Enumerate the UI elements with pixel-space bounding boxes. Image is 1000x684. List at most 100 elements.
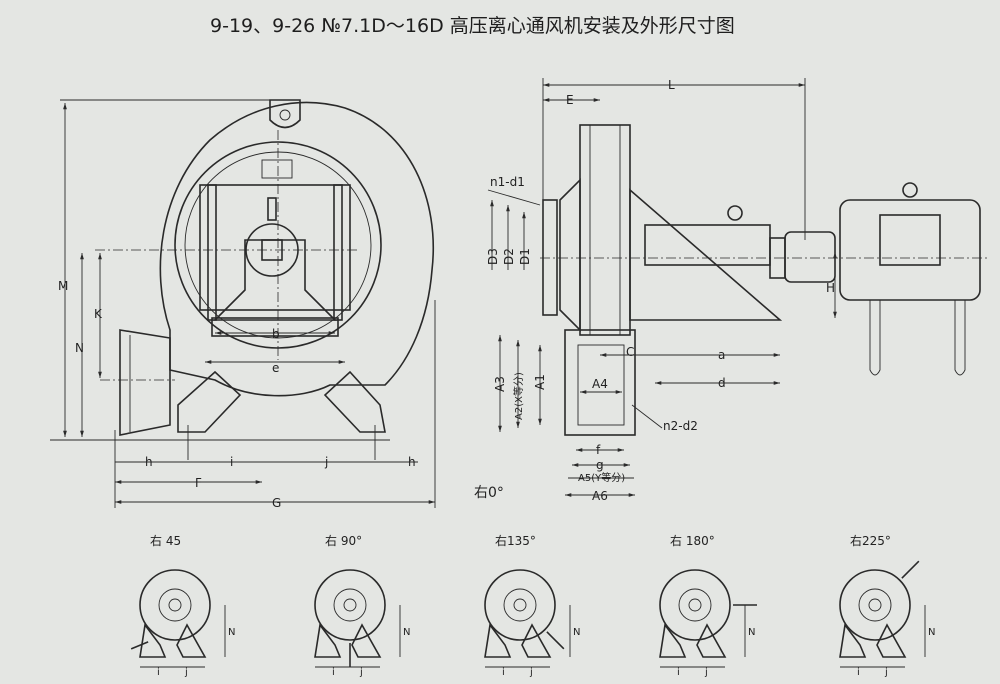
- dim-label-j: j: [359, 667, 363, 678]
- dim-label-N: N: [403, 627, 410, 638]
- dim-label-A6: A6: [592, 489, 608, 503]
- dim-label-L: L: [668, 78, 675, 92]
- dim-label-j: j: [704, 667, 708, 678]
- grease-cup: [267, 197, 277, 221]
- casing-outline: [139, 569, 211, 641]
- casing-outline: [839, 569, 911, 641]
- dim-label-h-right: h: [408, 455, 416, 469]
- support-triangle: [629, 188, 783, 321]
- foot-right: [323, 370, 386, 433]
- dim-label-i: i: [332, 667, 335, 678]
- leader-line: [487, 189, 541, 206]
- outlet-duct: [901, 560, 920, 579]
- dim-label-j: j: [529, 667, 533, 678]
- orientation-label: 右225°: [850, 533, 891, 548]
- lug-hole: [279, 109, 291, 121]
- dim-label-A4: A4: [592, 377, 608, 391]
- dim-label-A2: A2(X等分): [512, 372, 525, 420]
- dim-label-E: E: [566, 93, 574, 107]
- outlet-duct: [546, 631, 565, 650]
- dim-label-D3: D3: [486, 248, 500, 265]
- inlet-flange: [542, 199, 558, 316]
- motor-anchor: [869, 300, 881, 376]
- dim-label-d: d: [718, 376, 726, 390]
- hub: [688, 598, 702, 612]
- dim-label-f: f: [596, 443, 601, 457]
- dim-label-H: H: [826, 281, 835, 295]
- dim-label-j: j: [324, 455, 328, 469]
- impeller: [333, 588, 367, 622]
- dim-label-K: K: [94, 307, 103, 321]
- dim-label-A3: A3: [493, 376, 507, 392]
- motor-anchor: [954, 300, 966, 376]
- orientation-label-0: 右0°: [474, 485, 504, 501]
- dim-label-n1-d1: n1-d1: [490, 175, 525, 189]
- orientation-label: 右 45: [150, 533, 181, 548]
- dim-label-N: N: [75, 341, 84, 355]
- scroll-casing: [159, 101, 434, 397]
- orientation-view: 右225° Ni j: [839, 533, 935, 678]
- foot-right: [696, 623, 727, 658]
- front-view: M N K b e h i j h F G: [50, 99, 436, 510]
- dim-label-i: i: [502, 667, 505, 678]
- orientation-view: 右135° Ni j: [484, 533, 580, 678]
- dim-label-j: j: [184, 667, 188, 678]
- outlet-flange-side: [564, 329, 636, 436]
- motor: [839, 199, 981, 301]
- dim-label-D1: D1: [518, 248, 532, 265]
- frame-post-left: [207, 184, 217, 321]
- foot-right: [876, 623, 907, 658]
- foot-left: [839, 623, 867, 658]
- dim-label-A1: A1: [533, 374, 547, 390]
- nameplate: [261, 159, 293, 179]
- foot-left: [314, 623, 342, 658]
- dim-label-e: e: [272, 361, 279, 375]
- outlet-duct: [130, 641, 149, 650]
- dim-label-g: g: [596, 458, 604, 472]
- base-plate: [211, 317, 339, 337]
- dim-label-i: i: [230, 455, 233, 469]
- dim-label-i: i: [157, 667, 160, 678]
- outlet-opening: [577, 344, 625, 426]
- foot-right: [351, 623, 382, 658]
- inlet-cone: [559, 178, 581, 332]
- dim-label-M: M: [58, 279, 68, 293]
- orientation-label: 右135°: [495, 533, 536, 548]
- impeller: [503, 588, 537, 622]
- orientation-label: 右 90°: [325, 533, 362, 548]
- hub: [343, 598, 357, 612]
- side-view: L E n1-d1 D3 D2 D1 H C a: [474, 78, 990, 503]
- dim-label-h-left: h: [145, 455, 153, 469]
- dim-label-G: G: [272, 496, 281, 510]
- orientation-view: 右 90° Ni j: [314, 533, 410, 678]
- casing-outline: [314, 569, 386, 641]
- dim-label-F: F: [195, 476, 202, 490]
- dim-label-N: N: [228, 627, 235, 638]
- foot-right: [521, 623, 552, 658]
- dim-label-D2: D2: [502, 248, 516, 265]
- motor-lifting-ring: [902, 182, 918, 198]
- hub: [168, 598, 182, 612]
- outlet-duct: [119, 329, 171, 436]
- foot-right: [176, 623, 207, 658]
- dim-label-b: b: [272, 327, 280, 341]
- hub: [868, 598, 882, 612]
- dim-label-N: N: [928, 627, 935, 638]
- dim-label-i: i: [857, 667, 860, 678]
- dim-label-j: j: [884, 667, 888, 678]
- casing-side: [579, 124, 631, 336]
- dim-label-A5: A5(Y等分): [578, 471, 625, 484]
- foot-left: [139, 623, 167, 658]
- dim-label-N: N: [573, 627, 580, 638]
- impeller: [678, 588, 712, 622]
- orientation-view: 右 45 Ni j: [130, 533, 235, 678]
- impeller: [158, 588, 192, 622]
- bearing-frame: [199, 184, 351, 311]
- foot-left: [177, 370, 242, 433]
- leader-line: [631, 404, 663, 429]
- lifting-lug: [269, 99, 301, 129]
- impeller: [858, 588, 892, 622]
